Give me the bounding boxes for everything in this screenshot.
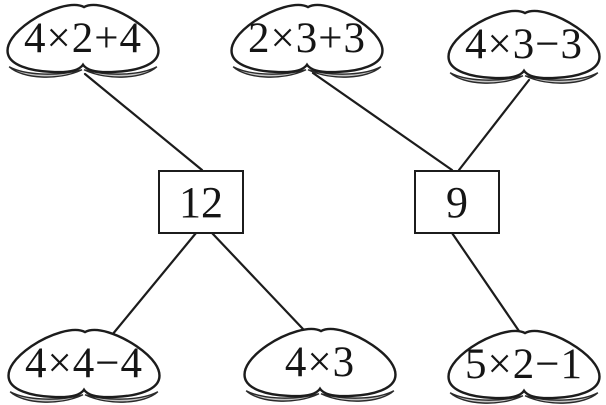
line-top1-to-12 [83,72,204,172]
line-9-to-bottom3 [450,231,521,333]
peach-shadow-left-icon [232,66,307,78]
expression-label: 4×3 [284,339,356,386]
peach-shadow-right-icon [524,72,599,84]
expression-label: 4×4−4 [24,340,143,387]
expression-label: 4×3−3 [464,21,583,68]
peach-shadow-left-icon [245,390,320,402]
expression-node-bottom-2: 4×3 [239,326,401,405]
peach-outline-icon [447,9,601,80]
answer-value: 9 [446,177,468,227]
expression-label: 4×2+4 [23,15,142,62]
line-top2-to-9 [311,71,454,172]
peach-outline-icon [230,3,384,74]
peach-shadow-right-icon [320,390,395,402]
expression-node-top-2: 2×3+3 [226,2,388,87]
peach-outline-icon [447,329,601,400]
line-top3-to-9 [457,78,531,172]
peach-shadow-right-icon [307,66,382,78]
expression-node-bottom-1: 4×4−4 [3,327,165,405]
line-12-to-bottom1 [110,231,198,337]
peach-shadow-left-icon [9,391,84,403]
peach-shadow-left-icon [8,66,83,78]
peach-shadow-left-icon [449,392,524,404]
peach-outline-icon [6,3,160,74]
answer-box-9: 9 [414,170,500,234]
peach-outline-icon [243,327,397,398]
peach-shadow-right-icon [84,391,159,403]
expression-node-top-1: 4×2+4 [2,2,164,87]
expression-label: 5×2−1 [464,341,583,388]
answer-value: 12 [179,177,223,227]
expression-node-bottom-3: 5×2−1 [443,328,605,405]
line-12-to-bottom2 [210,231,305,331]
peach-outline-icon [7,328,161,399]
expression-node-top-3: 4×3−3 [443,8,605,93]
peach-shadow-right-icon [83,66,158,78]
peach-shadow-left-icon [449,72,524,84]
expression-label: 2×3+3 [247,15,366,62]
answer-box-12: 12 [158,170,244,234]
peach-shadow-right-icon [524,392,599,404]
